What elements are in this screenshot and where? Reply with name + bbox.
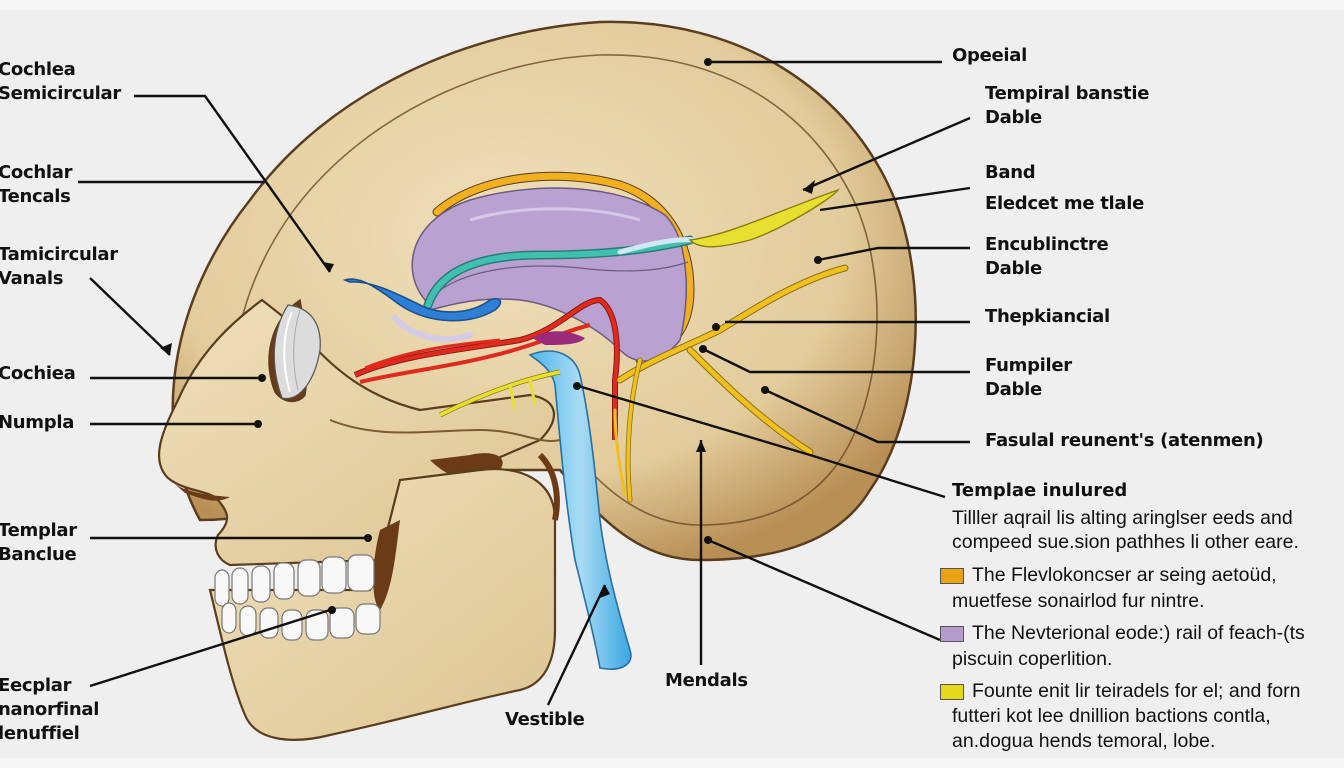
legend-item-orange-line2: muetfese sonairlod fur nintre.	[952, 590, 1205, 612]
leader-lines	[78, 60, 971, 706]
label-mendals: Mendals	[665, 669, 748, 693]
label-line: Dable	[985, 379, 1042, 400]
label-line: Templar	[0, 520, 77, 541]
label-numpla: Numpla	[0, 411, 74, 435]
legend-intro: Tilller aqrail lis alting aringlser eeds…	[952, 506, 1299, 554]
label-tamicircular-vanals: Tamicircular Vanals	[0, 243, 118, 291]
legend-item-orange-line1: The Flevlokoncser ar seing aetoüd,	[972, 564, 1277, 586]
label-line: Dable	[985, 107, 1042, 128]
label-line: Mendals	[665, 670, 748, 691]
label-line: Fasulal reunent's (atenmen)	[985, 430, 1264, 451]
label-line: Dable	[985, 258, 1042, 279]
label-band: Band Eledcet me tlale	[985, 157, 1144, 219]
label-line: nanorfinal	[0, 699, 100, 720]
label-line: Encublinctre	[985, 234, 1109, 255]
lower-tooth	[239, 605, 257, 637]
label-opeeial: Opeeial	[952, 44, 1027, 68]
label-line: Cochlea	[0, 59, 76, 80]
upper-tooth	[231, 567, 249, 605]
label-line: Numpla	[0, 412, 75, 433]
label-line: Opeeial	[952, 45, 1027, 66]
legend-title: Templae inulured	[952, 480, 1128, 501]
label-line: Eecplar	[0, 675, 72, 696]
label-cochlea-semicircular: Cochlea Semicircular	[0, 58, 121, 106]
label-line: Thepkiancial	[985, 306, 1110, 327]
label-line: Band	[985, 162, 1036, 183]
legend-intro-line: Tilller aqrail lis alting aringlser eeds…	[952, 507, 1293, 529]
label-line: Eledcet me tlale	[985, 193, 1145, 214]
mandible	[208, 452, 560, 741]
label-line: Semicircular	[0, 83, 121, 104]
lower-tooth	[259, 607, 279, 639]
legend-intro-line: compeed sue.sion pathhes li other eare.	[952, 531, 1299, 553]
legend-item-yellow-line1: Founte enit lir teiradels for el; and fo…	[972, 680, 1301, 702]
label-fasulal: Fasulal reunent's (atenmen)	[985, 429, 1264, 453]
legend-item-purple-line2: piscuin coperlition.	[952, 648, 1113, 670]
label-line: Vestible	[505, 709, 585, 730]
label-encublinctre: Encublinctre Dable	[985, 233, 1109, 281]
lower-tooth	[305, 609, 329, 641]
label-line: Tempiral banstie	[985, 83, 1150, 104]
lower-tooth	[329, 607, 355, 639]
legend-swatch-yellow	[940, 684, 964, 700]
legend-item-yellow-line2: futteri kot lee dnillion bactions contla…	[952, 705, 1271, 727]
label-cochlar-tencals: Cochlar Tencals	[0, 161, 72, 209]
bottom-band	[0, 758, 1344, 768]
legend-swatch-orange	[940, 568, 964, 584]
legend-item-yellow-line3: an.dogua hends temoral, lobe.	[952, 730, 1216, 752]
label-line: Cochiea	[0, 363, 76, 384]
top-band	[0, 0, 1344, 10]
upper-tooth	[347, 554, 375, 592]
label-templar-banclue: Templar Banclue	[0, 519, 77, 567]
leader-dots	[160, 58, 822, 614]
label-line: Vanals	[0, 268, 64, 289]
label-tempiral-banstie: Tempiral banstie Dable	[985, 82, 1149, 130]
legend-item-purple-line1: The Nevterional eode:) rail of feach-(ts	[972, 622, 1305, 644]
upper-tooth	[251, 565, 271, 603]
label-eecplar: Eecplar nanorfinal lenuffiel	[0, 674, 99, 746]
upper-tooth	[214, 569, 230, 607]
upper-tooth	[297, 559, 321, 597]
lower-tooth	[221, 602, 237, 634]
label-line: Banclue	[0, 544, 77, 565]
upper-tooth	[273, 562, 295, 600]
label-vestible: Vestible	[505, 708, 585, 732]
label-cochiea: Cochiea	[0, 362, 76, 386]
label-thepkiancial: Thepkiancial	[985, 305, 1110, 329]
legend-swatch-purple	[940, 626, 964, 642]
label-line: Tamicircular	[0, 244, 118, 265]
label-line: Tencals	[0, 186, 71, 207]
label-line: Fumpiler	[985, 355, 1072, 376]
label-line: lenuffiel	[0, 723, 80, 744]
teeth	[214, 554, 381, 641]
label-line: Cochlar	[0, 162, 73, 183]
lower-tooth	[355, 603, 381, 635]
upper-tooth	[321, 556, 347, 594]
label-fumpiler: Fumpiler Dable	[985, 354, 1072, 402]
